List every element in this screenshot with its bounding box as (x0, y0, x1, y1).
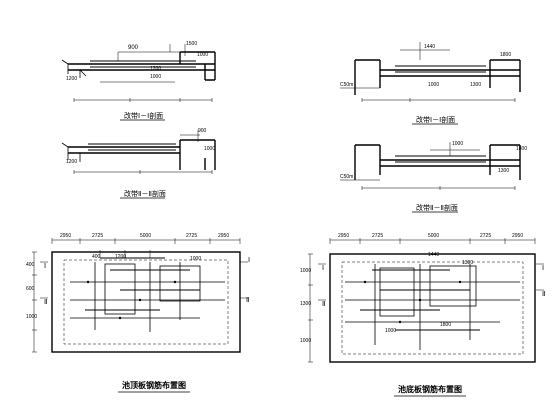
dim-label: 1000 (300, 268, 311, 274)
dim-label: 2950 (60, 233, 71, 239)
dim-label: 2950 (338, 233, 349, 239)
dim-label: 1000 (300, 338, 311, 344)
dim-label: 5000 (140, 233, 151, 239)
section-1-title: 改带Ⅰ－Ⅰ剖面 (124, 111, 163, 120)
dim-label: 2725 (186, 233, 197, 239)
dim-label: 1440 (428, 252, 439, 258)
section-2: 900 1000 1200 改带Ⅱ－Ⅱ剖面 (61, 128, 216, 199)
dim-label: 1200 (66, 76, 77, 82)
dim-label: 1000 (204, 146, 215, 152)
dim-label: 1000 (197, 52, 208, 58)
section-marker: Ⅰ (322, 265, 324, 272)
section-4: C50m 1000 1300 1800 改带Ⅱ－Ⅱ剖面 (340, 141, 527, 213)
elev-label: C50m (340, 174, 353, 180)
dim-label: 1200 (150, 66, 161, 72)
elev-label: C50m (340, 82, 353, 88)
section-3: C50m 1440 1800 1300 1000 改带Ⅰ－Ⅰ剖面 (340, 42, 521, 125)
dim-label: 2725 (480, 233, 491, 239)
dim-label: 2950 (512, 233, 523, 239)
dim-label: 1000 (452, 141, 463, 147)
section-4-title: 改带Ⅱ－Ⅱ剖面 (416, 203, 458, 212)
section-marker: Ⅱ (322, 301, 325, 308)
dim-label: 1300 (462, 260, 473, 266)
dim-label: 1300 (300, 301, 311, 307)
dim-label: 1300 (470, 82, 481, 88)
section-marker: Ⅱ (542, 291, 545, 298)
dim-label: 900 (198, 128, 207, 134)
section-marker: Ⅱ (246, 297, 249, 304)
dim-label: 1000 (26, 314, 37, 320)
dim-label: 900 (128, 45, 139, 51)
dim-label: 1200 (66, 159, 77, 165)
plan-top-title: 池顶板钢筋布置图 (122, 380, 186, 390)
plan-bottom: 2950 2725 5000 2725 2950 1440 1300 1000 … (300, 233, 545, 397)
dim-label: 1800 (516, 146, 527, 152)
dim-label: 1000 (190, 256, 201, 262)
section-marker: Ⅱ (44, 299, 47, 306)
plan-top: 2950 2725 5000 2725 2950 400 1200 1000 4… (26, 233, 250, 393)
dim-label: 1800 (440, 322, 451, 328)
section-2-title: 改带Ⅱ－Ⅱ剖面 (124, 189, 166, 198)
dim-label: 5000 (428, 233, 439, 239)
plan-bottom-title: 池底板钢筋布置图 (398, 384, 462, 394)
dim-label: 1000 (385, 328, 396, 334)
dim-label: 400 (26, 262, 35, 268)
dim-label: 1800 (500, 52, 511, 58)
dim-label: 2950 (218, 233, 229, 239)
section-marker: Ⅰ (44, 263, 46, 270)
dim-label: 2725 (92, 233, 103, 239)
dim-label: 1300 (498, 168, 509, 174)
dim-label: 1500 (186, 41, 197, 47)
dim-label: 2725 (372, 233, 383, 239)
section-3-title: 改带Ⅰ－Ⅰ剖面 (416, 115, 455, 124)
section-marker: Ⅰ (248, 257, 250, 264)
dim-label: 400 (92, 254, 101, 260)
section-marker: Ⅰ (542, 265, 544, 272)
dim-label: 1440 (424, 44, 435, 50)
section-1: 900 1500 1000 1200 1000 1200 改带Ⅰ－Ⅰ剖面 (61, 41, 216, 121)
dim-label: 1000 (428, 82, 439, 88)
dim-label: 1200 (115, 254, 126, 260)
dim-label: 1000 (150, 74, 161, 80)
dim-label: 600 (26, 286, 35, 292)
